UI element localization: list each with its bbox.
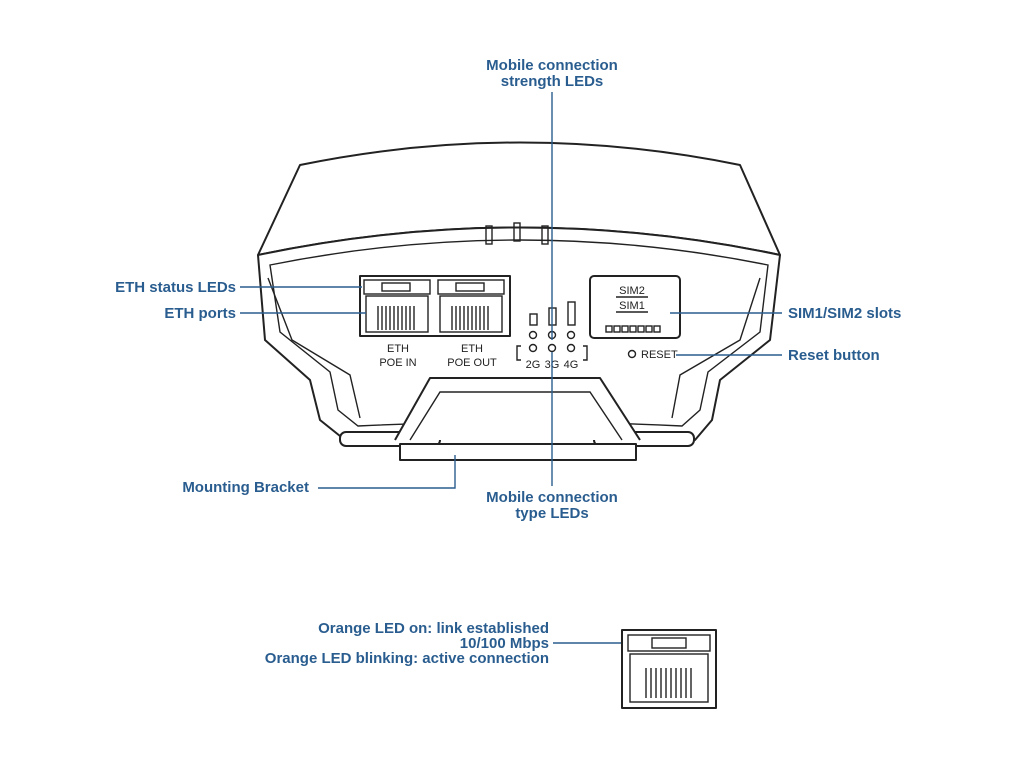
legend-line3: Orange LED blinking: active connection [265, 650, 549, 667]
eth-ports: ETH POE IN ETH POE OUT [359, 275, 511, 369]
eth-port-detail [621, 629, 717, 709]
callout-eth-ports: ETH ports [164, 305, 236, 322]
reset-hole[interactable] [627, 349, 637, 359]
reset-label: RESET [641, 349, 678, 361]
net-type-4g: 4G [564, 359, 579, 371]
callout-mobile-strength-line2: strength LEDs [501, 73, 604, 90]
leader-lines [240, 92, 782, 489]
port2-label-line2: POE OUT [447, 357, 497, 369]
port1-label-line1: ETH [387, 343, 409, 355]
port1-label-line2: POE IN [379, 357, 416, 369]
callout-sim-slots: SIM1/SIM2 slots [788, 305, 901, 322]
net-type-2g: 2G [526, 359, 541, 371]
eth-port-poe-out [437, 279, 505, 333]
sim-slots[interactable]: SIM2 SIM1 [589, 275, 681, 339]
port2-label-line1: ETH [461, 343, 483, 355]
type-led-3g [547, 343, 557, 353]
reset-button[interactable]: RESET [627, 349, 678, 361]
signal-bar-1 [529, 313, 538, 326]
signal-bar-3 [567, 301, 576, 326]
callout-mobile-type-line2: type LEDs [515, 505, 588, 522]
eth-led-legend: Orange LED on: link established 10/100 M… [265, 620, 717, 709]
type-led-2g [528, 343, 538, 353]
callout-mobile-strength-line1: Mobile connection [486, 57, 618, 74]
sim2-label: SIM2 [619, 285, 645, 297]
strength-led-1 [528, 330, 538, 340]
legend-line2: 10/100 Mbps [460, 635, 549, 652]
eth-port-poe-in [363, 279, 431, 333]
sim1-label: SIM1 [619, 300, 645, 312]
strength-led-3 [566, 330, 576, 340]
callout-eth-status-leds: ETH status LEDs [115, 279, 236, 296]
callout-mounting-bracket: Mounting Bracket [182, 479, 309, 496]
type-led-4g [566, 343, 576, 353]
legend-line1: Orange LED on: link established [318, 620, 549, 637]
callout-mobile-type-line1: Mobile connection [486, 489, 618, 506]
router-body [257, 141, 781, 461]
sim-contacts [605, 325, 661, 333]
callout-reset-button: Reset button [788, 347, 880, 364]
